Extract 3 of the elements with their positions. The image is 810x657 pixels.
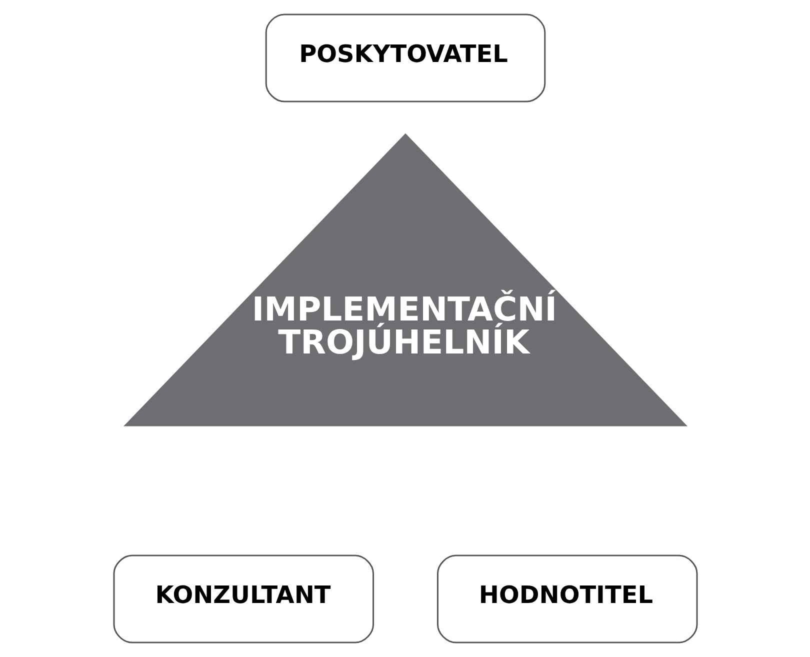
node-box: KONZULTANT	[112, 554, 374, 644]
node-box: POSKYTOVATEL	[264, 14, 546, 102]
node-box: HODNOTITEL	[436, 554, 698, 644]
